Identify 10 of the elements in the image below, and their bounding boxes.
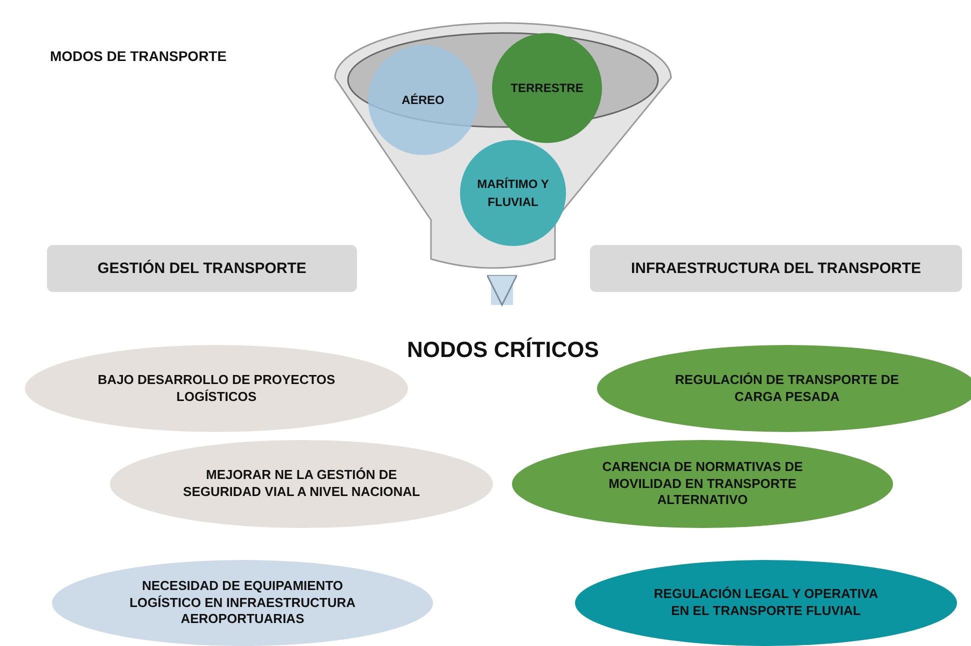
issue-ellipse: CARENCIA DE NORMATIVAS DE MOVILIDAD EN TRANSPORTE ALTERNATIVO	[512, 440, 893, 528]
section-label: MODOS DE TRANSPORTE	[50, 48, 227, 64]
issue-ellipse: REGULACIÓN LEGAL Y OPERATIVA EN EL TRANSPORTE FLUVIAL	[575, 560, 957, 646]
issue-ellipse: NECESIDAD DE EQUIPAMIENTO LOGÍSTICO EN INFRAESTRUCTURA AEROPORTUARIAS	[52, 560, 433, 646]
issue-ellipse: MEJORAR NE LA GESTIÓN DE SEGURIDAD VIAL A NIVEL NACIONAL	[110, 440, 493, 528]
category-box: INFRAESTRUCTURA DEL TRANSPORTE	[590, 245, 962, 292]
issue-ellipse: REGULACIÓN DE TRANSPORTE DE CARGA PESADA	[597, 345, 971, 432]
category-box: GESTIÓN DEL TRANSPORTE	[47, 245, 357, 292]
block-arrow	[486, 274, 518, 306]
issue-ellipse: BAJO DESARROLLO DE PROYECTOS LOGÍSTICOS	[25, 345, 408, 432]
